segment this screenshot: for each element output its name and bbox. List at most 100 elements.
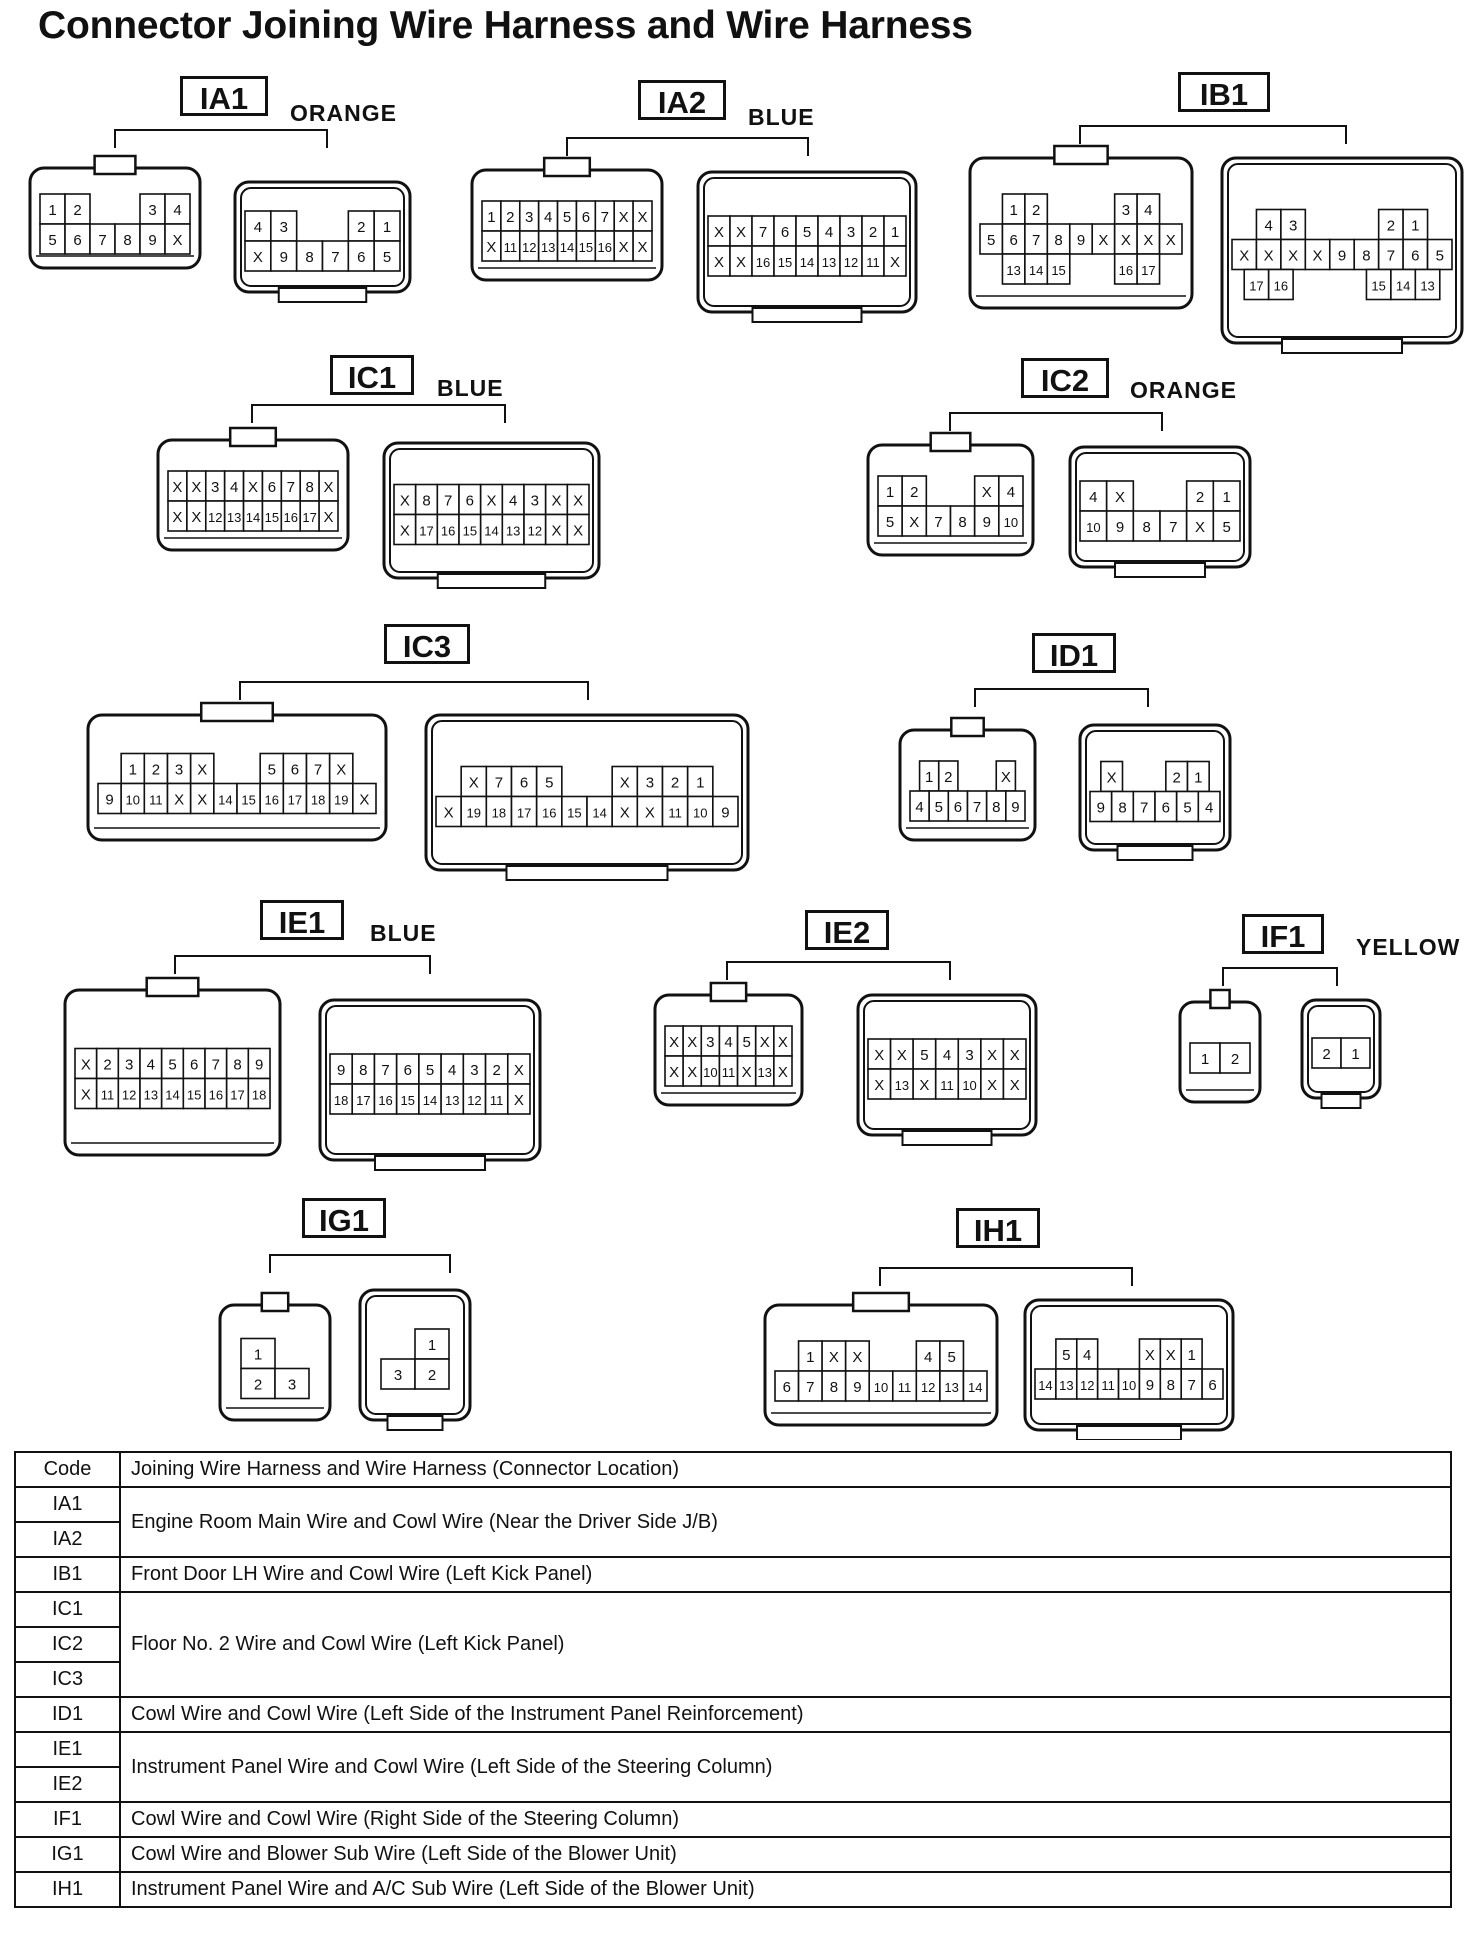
table-row: IA2 bbox=[14, 1521, 1451, 1558]
pin-number: 16 bbox=[1119, 263, 1133, 278]
pin-number: 2 bbox=[506, 209, 514, 226]
pin-number: 13 bbox=[895, 1078, 909, 1093]
pin-number: X bbox=[778, 1034, 788, 1051]
pin-number: X bbox=[669, 1034, 679, 1051]
connector-code-box: IH1 bbox=[956, 1208, 1040, 1248]
pin-number: 3 bbox=[288, 1377, 296, 1394]
pin-cell bbox=[1426, 238, 1453, 271]
pin-number: 11 bbox=[940, 1078, 954, 1093]
pin-number: 7 bbox=[381, 1062, 389, 1079]
pin-number: X bbox=[486, 493, 496, 510]
pin-number: 7 bbox=[212, 1057, 220, 1074]
pin-number: X bbox=[551, 523, 561, 540]
pin-number: X bbox=[909, 514, 919, 531]
pin-number: 13 bbox=[758, 1065, 772, 1080]
pin-number: X bbox=[987, 1047, 997, 1064]
pin-number: 1 bbox=[891, 224, 899, 241]
pin-number: 4 bbox=[724, 1034, 732, 1051]
pin-number: X bbox=[620, 775, 630, 792]
pin-number: 1 bbox=[383, 219, 391, 236]
pin-number: 17 bbox=[356, 1093, 370, 1108]
pin-number: 1 bbox=[48, 202, 56, 219]
connector-latch bbox=[1053, 144, 1109, 166]
pin-cell bbox=[1219, 1042, 1251, 1074]
table-cell-location: Engine Room Main Wire and Cowl Wire (Nea… bbox=[119, 1486, 1452, 1558]
pin-number: 4 bbox=[915, 799, 923, 816]
connector-lock-tab bbox=[1076, 1425, 1182, 1440]
pin-cell bbox=[1136, 253, 1161, 285]
pin-number: 9 bbox=[280, 249, 288, 266]
pin-number: 4 bbox=[1007, 484, 1015, 501]
pin-number: 8 bbox=[305, 249, 313, 266]
pin-number: 4 bbox=[254, 219, 262, 236]
connector-color-label: BLUE bbox=[748, 104, 815, 130]
pin-number: 3 bbox=[394, 1367, 402, 1384]
pin-number: 8 bbox=[992, 799, 1000, 816]
pin-cell bbox=[1414, 268, 1441, 301]
pin-number: 16 bbox=[265, 793, 279, 808]
pin-number: 15 bbox=[463, 524, 477, 539]
pin-number: 6 bbox=[466, 493, 474, 510]
table-cell-code: IE1 bbox=[14, 1731, 121, 1768]
pin-number: 9 bbox=[1077, 232, 1085, 249]
pin-number: X bbox=[1098, 232, 1108, 249]
pin-cell bbox=[1402, 208, 1429, 241]
pin-number: X bbox=[1313, 248, 1323, 265]
pin-number: 12 bbox=[122, 1088, 136, 1103]
connector-inner-wall bbox=[431, 720, 743, 865]
pin-number: X bbox=[742, 1064, 752, 1081]
pin-number: 2 bbox=[357, 219, 365, 236]
pin-number: X bbox=[874, 1077, 884, 1094]
pin-number: 2 bbox=[254, 1377, 262, 1394]
connector-color-label: BLUE bbox=[370, 920, 437, 946]
pin-number: 1 bbox=[1222, 489, 1230, 506]
connector-inner-wall bbox=[1075, 452, 1245, 562]
pin-number: 3 bbox=[965, 1047, 973, 1064]
pin-cell bbox=[1197, 790, 1221, 823]
pin-number: 8 bbox=[1118, 800, 1126, 817]
pin-number: X bbox=[324, 479, 334, 496]
table-cell-code: IC3 bbox=[14, 1661, 121, 1698]
pin-number: X bbox=[172, 479, 182, 496]
connector-color-label: ORANGE bbox=[290, 100, 397, 126]
pin-number: 6 bbox=[73, 232, 81, 249]
pin-cell bbox=[435, 795, 462, 828]
pin-cell bbox=[1267, 268, 1294, 301]
connector-inner-wall bbox=[240, 187, 405, 287]
pin-number: 3 bbox=[175, 762, 183, 779]
pin-cell bbox=[164, 223, 191, 255]
pin-number: 9 bbox=[853, 1379, 861, 1396]
pin-number: 7 bbox=[759, 224, 767, 241]
pin-number: 7 bbox=[601, 209, 609, 226]
pin-number: 1 bbox=[1187, 1347, 1195, 1364]
table-cell-location: Front Door LH Wire and Cowl Wire (Left K… bbox=[119, 1556, 1452, 1593]
pin-number: 14 bbox=[484, 524, 498, 539]
pin-number: 5 bbox=[803, 224, 811, 241]
connector-code-box: IG1 bbox=[302, 1198, 386, 1238]
pin-number: 15 bbox=[1051, 263, 1065, 278]
pin-number: 9 bbox=[1146, 1377, 1154, 1394]
pin-number: 7 bbox=[495, 775, 503, 792]
pair-bracket bbox=[1079, 125, 1347, 144]
pin-number: X bbox=[619, 209, 629, 226]
pin-number: 10 bbox=[126, 793, 140, 808]
pin-number: 6 bbox=[1208, 1377, 1216, 1394]
pin-number: 16 bbox=[756, 255, 770, 270]
pin-number: X bbox=[760, 1034, 770, 1051]
pin-number: 2 bbox=[1231, 1051, 1239, 1068]
pin-number: 2 bbox=[428, 1367, 436, 1384]
pin-number: 11 bbox=[490, 1093, 504, 1108]
connector-lock-tab bbox=[386, 1415, 444, 1431]
pin-number: X bbox=[172, 232, 182, 249]
pin-cell bbox=[1046, 253, 1071, 285]
pin-number: 12 bbox=[844, 255, 858, 270]
pin-number: 10 bbox=[962, 1078, 976, 1093]
connector-lock-tab bbox=[505, 865, 669, 881]
pin-number: X bbox=[778, 1064, 788, 1081]
pin-number: 15 bbox=[401, 1093, 415, 1108]
